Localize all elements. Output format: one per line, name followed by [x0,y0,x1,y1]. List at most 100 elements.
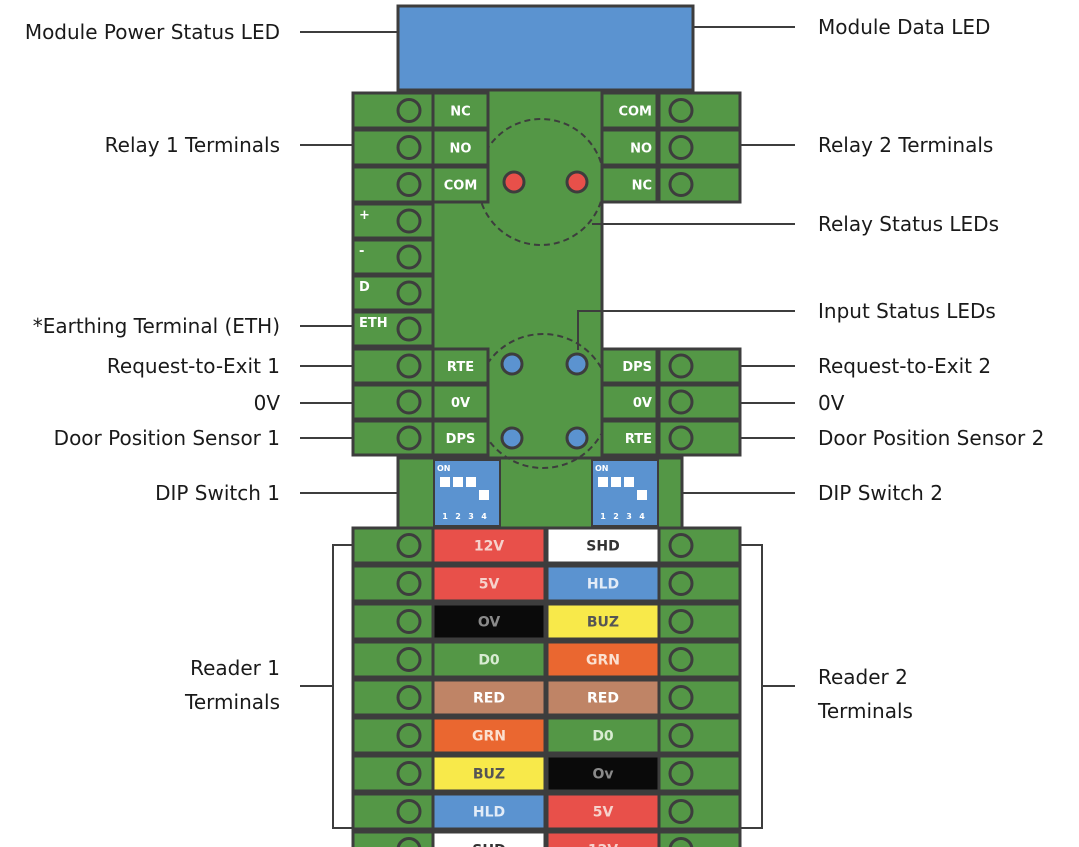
relay-1-label-2: COM [444,179,478,194]
relay-1-label-1-box [431,128,490,167]
reader-1-label-line-2: Terminals [184,690,280,714]
relay-2-label-2-box [600,165,659,204]
leader-input-leds [577,310,795,350]
reader-2-wire-3 [545,640,661,679]
reader-2-screw-icon [668,533,694,558]
input-1-label-0-box [431,347,490,385]
rte-2-status-led [565,352,589,376]
input-1-terminal-2 [351,419,435,457]
input-1-label-2-box [431,419,490,457]
reader-1-screw-icon [396,723,422,748]
dip-2-label: DIP Switch 2 [818,481,943,505]
power-screw-icon [396,280,422,306]
relay-2-label-2: NC [632,179,652,194]
input-2-terminal-0 [657,347,742,385]
relay-2-screw-icon [668,98,694,123]
reader-2-terminal-block: SHDHLDBUZGRNREDD0Ov5V12V [545,526,742,847]
input-1-label-0: RTE [447,360,474,375]
zero-v-right-label: 0V [818,391,845,415]
relay-2-terminal-1 [657,128,742,167]
reader-1-screw-icon [396,571,422,596]
input-1-screw-icon [396,389,422,415]
power-screw-icon [396,208,422,234]
dip1-number-3: 3 [468,512,474,521]
earthing-terminal-label: *Earthing Terminal (ETH) [33,314,280,338]
dps-2-label: Door Position Sensor 2 [818,426,1044,450]
reader-1-wire-3 [431,640,547,679]
dip2-toggle-4 [637,490,647,500]
dip1-toggle-1 [440,477,450,487]
reader-2-screw-icon [668,609,694,634]
reader-2-wire-label-3: GRN [586,653,620,669]
dip1-number-4: 4 [481,512,487,521]
reader-2-wire-label-0: SHD [586,539,619,555]
module-data-led-label: Module Data LED [818,15,990,39]
relay-2-label-0-box [600,91,659,130]
relay-2-screw-icon [668,135,694,160]
reader-2-terminal-6 [657,754,742,793]
reader-2-wire-2 [545,602,661,641]
reader-2-screw-icon [668,761,694,786]
reader-2-bracket [740,544,795,829]
relay-status-leds-label: Relay Status LEDs [818,212,999,236]
reader-1-wire-8 [431,830,547,847]
reader-1-screw-icon [396,647,422,672]
reader-2-wire-label-4: RED [587,691,619,707]
dps-2-status-led [565,426,589,450]
reader-1-wire-label-1: 5V [479,577,500,593]
reader-1-wire-6 [431,754,547,793]
reader-2-wire-label-5: D0 [592,729,614,745]
reader-1-wire-label-7: HLD [473,805,505,821]
reader-2-wire-7 [545,792,661,831]
power-label-1: - [359,244,364,259]
reader-2-wire-4 [545,678,661,717]
reader-2-wire-label-2: BUZ [587,615,619,631]
reader-1-wire-label-8: SHD [472,843,505,847]
dip2-toggle-3 [624,477,634,487]
input-2-screw-icon [668,353,694,379]
relay-1-label-2-box [431,165,490,204]
dip-1-label: DIP Switch 1 [155,481,280,505]
reader-2-screw-icon [668,685,694,710]
input-2-label-2: RTE [625,432,652,447]
rte-1-label: Request-to-Exit 1 [107,354,280,378]
relay-1-screw-icon [396,172,422,197]
reader-2-wire-1 [545,564,661,603]
reader-2-terminal-1 [657,564,742,603]
power-label-2: D [359,280,370,295]
relay-1-status-led [502,170,526,194]
reader-1-terminal-8 [351,830,435,847]
reader-1-wire-2 [431,602,547,641]
relay-1-label-0-box [431,91,490,130]
dip2-on-label: ON [595,464,609,473]
relay-2-screw-icon [668,172,694,197]
reader-2-terminal-2 [657,602,742,641]
reader-1-wire-label-3: D0 [478,653,500,669]
power-screw-icon [396,316,422,342]
reader-1-bracket [300,544,353,829]
dip1-toggle-2 [453,477,463,487]
input-2-label-0-box [600,347,659,385]
input-2-label-1-box [600,383,659,421]
reader-1-screw-icon [396,609,422,634]
relay-1-terminals-label: Relay 1 Terminals [105,133,280,157]
module-data-led-block [396,4,695,92]
relay-2-terminal-0 [657,91,742,130]
dps-1-status-led [500,426,524,450]
input-2-terminal-2 [657,419,742,457]
dip1-on-label: ON [437,464,451,473]
relay-2-label-0: COM [618,105,652,120]
reader-2-wire-label-7: 5V [593,805,614,821]
reader-2-screw-icon [668,647,694,672]
relay-1-label-0: NC [450,105,470,120]
relay-1-screw-icon [396,135,422,160]
reader-2-screw-icon [668,799,694,824]
